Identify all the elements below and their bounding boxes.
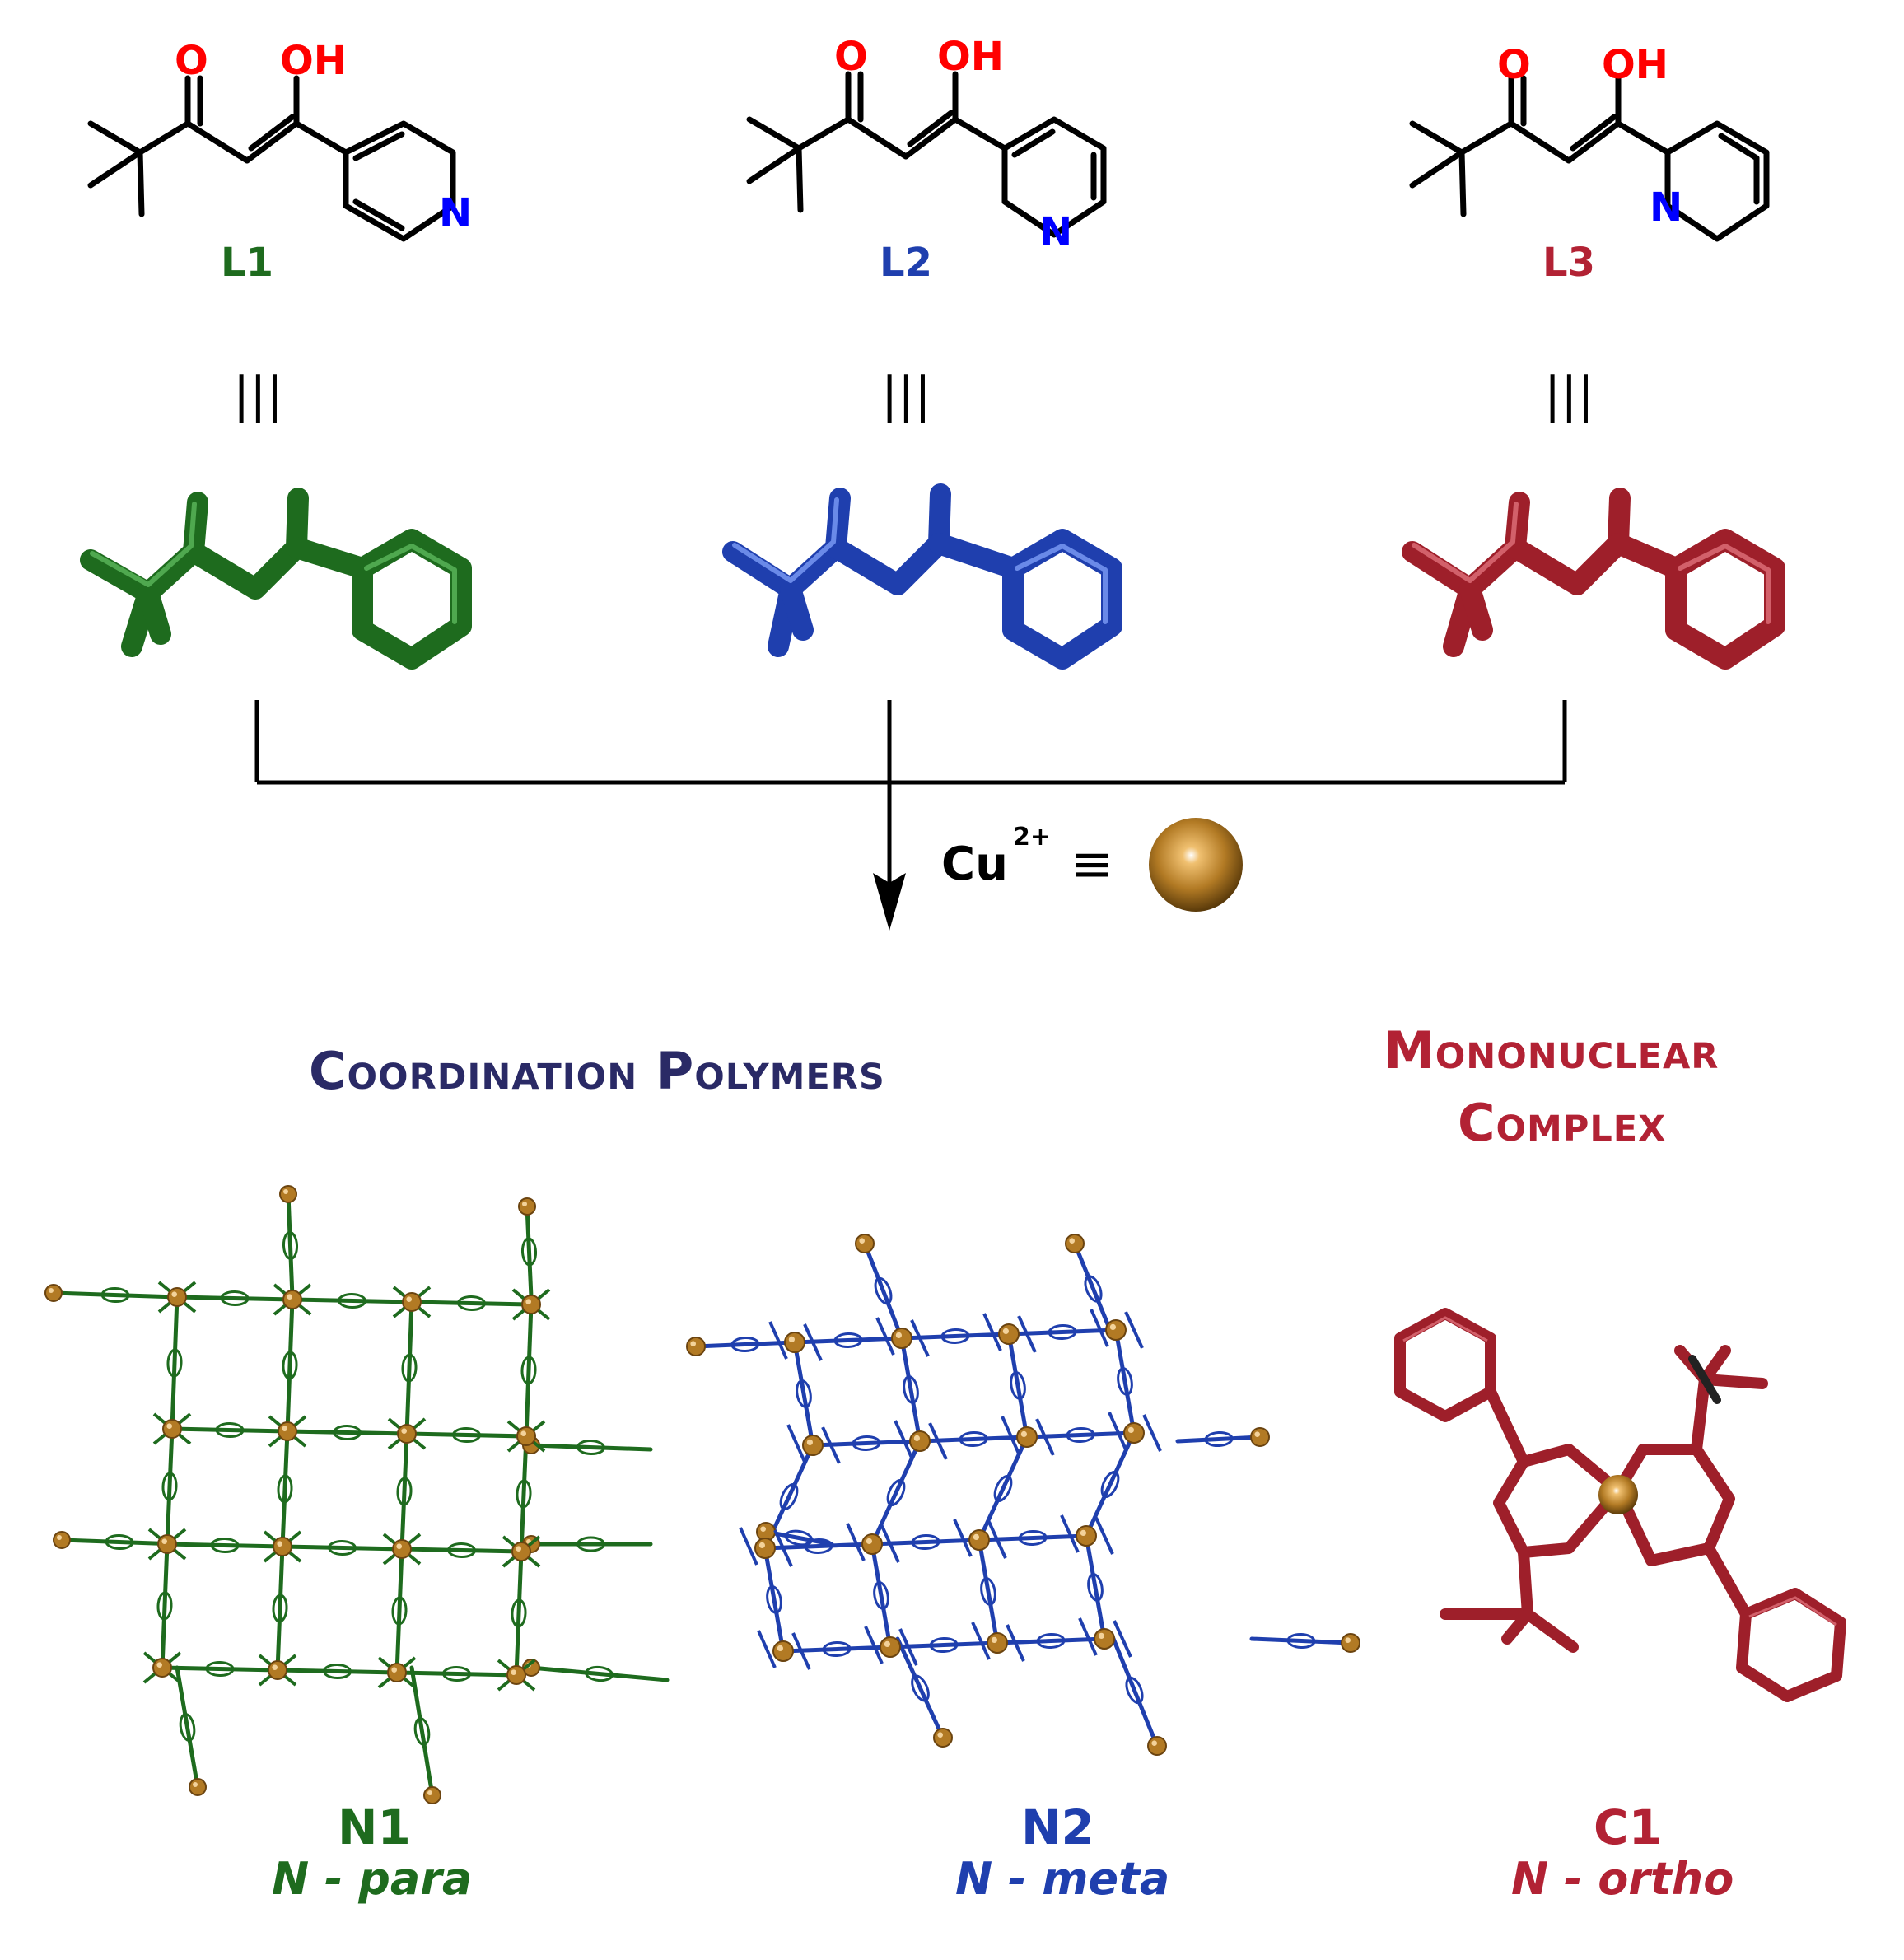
linker <box>285 1297 295 1434</box>
linker <box>519 1434 529 1554</box>
product-name-n1: N1 <box>338 1799 411 1855</box>
linker <box>977 1435 1029 1542</box>
linker <box>895 1636 945 1740</box>
l2-hydroxyl-label: OH <box>937 34 1004 80</box>
linker <box>899 1336 922 1444</box>
linker <box>285 1429 409 1436</box>
linker <box>1109 1632 1160 1748</box>
equivalence-sign: ≡ <box>1071 833 1113 894</box>
l3-skeleton <box>1409 75 1770 242</box>
l3-hydroxyl-label: OH <box>1602 42 1668 88</box>
equivalence-symbol-1: ||| <box>233 366 283 424</box>
product-position-c1: N - ortho <box>1511 1853 1734 1905</box>
ligand-label-l2: L2 <box>880 240 932 286</box>
linker <box>280 1429 290 1549</box>
linker <box>51 1290 180 1300</box>
copper-ion-sphere <box>1149 818 1243 912</box>
linker <box>792 1340 815 1448</box>
linker <box>870 1542 893 1650</box>
linker <box>1113 1328 1136 1435</box>
mononuclear-heading-line2: Complex <box>1458 1093 1667 1153</box>
linker <box>394 1547 404 1675</box>
linker <box>286 1192 295 1300</box>
ligand-label-l1: L1 <box>221 240 273 286</box>
mononuclear-heading-line1: Mononuclear <box>1384 1020 1720 1080</box>
l1-hydroxyl-label: OH <box>280 38 347 84</box>
ligand-label-l3: L3 <box>1542 240 1595 286</box>
linker <box>404 1300 414 1436</box>
linker <box>165 1542 285 1549</box>
product-position-n1: N - para <box>272 1853 473 1905</box>
linker <box>170 1426 290 1434</box>
linker <box>409 1300 534 1307</box>
linker <box>275 1544 285 1673</box>
linker <box>1084 1430 1136 1538</box>
linker <box>1006 1332 1029 1440</box>
linker <box>977 1538 1000 1645</box>
linker <box>862 1241 904 1341</box>
linker <box>160 1542 170 1670</box>
linker <box>290 1297 414 1304</box>
linker <box>399 1431 409 1552</box>
linker <box>1175 1435 1262 1444</box>
copper-charge: 2+ <box>1013 823 1052 852</box>
l2-nitrogen-label: N <box>1039 209 1073 255</box>
linker <box>514 1549 524 1678</box>
linker <box>1072 1241 1114 1337</box>
equivalence-symbol-3: ||| <box>1544 366 1594 424</box>
linker <box>165 1426 175 1547</box>
linker <box>160 1665 280 1673</box>
l1-nitrogen-label: N <box>439 190 473 236</box>
product-name-n2: N2 <box>1021 1799 1094 1855</box>
stick-model-l1 <box>80 488 472 670</box>
linker <box>280 1544 404 1552</box>
l3-nitrogen-label: N <box>1650 184 1683 231</box>
l3-oxygen-label: O <box>1497 42 1531 88</box>
linker <box>394 1670 519 1678</box>
linker <box>529 1665 670 1682</box>
linker <box>404 1431 529 1439</box>
linker <box>524 1302 534 1439</box>
linker <box>1249 1636 1353 1645</box>
linker <box>275 1668 399 1675</box>
linker <box>763 1546 786 1654</box>
coordination-polymers-heading: Coordination Polymers <box>309 1041 885 1101</box>
product-position-n2: N - meta <box>955 1853 1170 1905</box>
stick-model-l2 <box>722 483 1122 670</box>
copper-symbol: Cu <box>941 838 1008 891</box>
linker <box>409 1665 435 1798</box>
l1-skeleton <box>87 75 456 242</box>
l2-skeleton <box>746 71 1107 238</box>
linker <box>175 1665 200 1790</box>
linker <box>870 1439 922 1547</box>
linker <box>175 1295 295 1302</box>
linker <box>1084 1533 1107 1641</box>
linker <box>170 1295 180 1431</box>
linker <box>399 1547 524 1554</box>
equivalence-symbol-2: ||| <box>881 366 931 424</box>
product-name-c1: C1 <box>1594 1799 1662 1855</box>
l2-oxygen-label: O <box>834 34 868 80</box>
stick-model-l3 <box>1402 488 1785 670</box>
linker <box>529 1443 653 1452</box>
l1-oxygen-label: O <box>175 38 208 84</box>
linker <box>525 1204 534 1300</box>
